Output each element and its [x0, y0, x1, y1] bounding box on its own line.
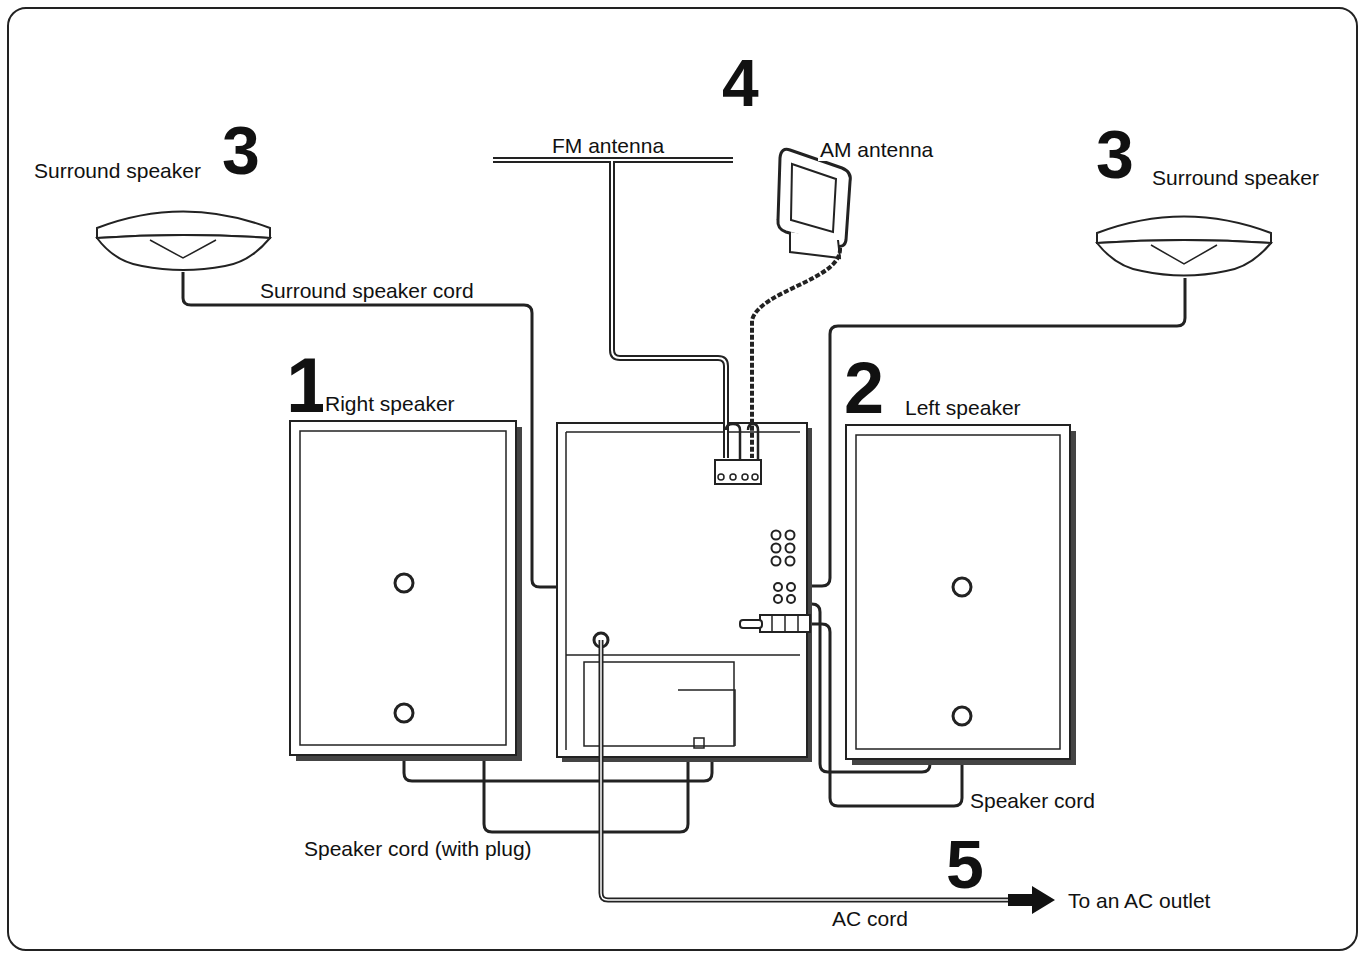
callout-number: 3: [1096, 120, 1134, 188]
outlet-arrow: [1008, 886, 1055, 914]
terminal-divider: [784, 615, 786, 632]
terminal-divider: [771, 615, 773, 632]
speaker-grille: [150, 240, 216, 258]
unit-body: [557, 423, 807, 757]
speaker-terminal: [953, 578, 971, 596]
output-jacks: [772, 531, 796, 604]
jack: [772, 531, 781, 540]
surround-speaker: [97, 212, 270, 271]
part-label: Speaker cord (with plug): [302, 837, 534, 860]
terminal-screw: [752, 474, 758, 480]
jack: [774, 595, 782, 603]
callout-number: 5: [946, 830, 984, 898]
speaker-body: [97, 235, 270, 270]
antenna-terminals: [715, 460, 761, 484]
speaker-front: [856, 435, 1060, 749]
right-speaker: [290, 421, 522, 761]
terminal-block: [715, 460, 761, 484]
left-speaker: [846, 425, 1076, 765]
jack: [787, 583, 795, 591]
part-label: Surround speaker: [1150, 166, 1321, 189]
terminal-screw: [742, 474, 748, 480]
speaker-plug: [740, 620, 762, 628]
callout-number: 2: [844, 352, 884, 424]
jack: [772, 544, 781, 553]
part-label: AC cord: [830, 907, 910, 930]
terminal-block: [760, 615, 810, 632]
unit-panel: [678, 690, 735, 746]
part-label: Speaker cord: [968, 789, 1097, 812]
callout-number: 4: [722, 50, 759, 116]
speaker-shadow: [296, 427, 522, 761]
speaker-terminal: [395, 574, 413, 592]
am-antenna-wire: [752, 248, 840, 458]
fm-antenna-wire: [493, 160, 733, 458]
jack: [772, 557, 781, 566]
part-label: FM antenna: [550, 134, 666, 157]
ac-cord: [601, 640, 1055, 914]
surround-speaker: [1097, 217, 1271, 276]
unit-foot: [694, 738, 704, 748]
fm-antenna-wire-core: [493, 160, 733, 458]
jack: [787, 595, 795, 603]
speaker-front: [300, 431, 506, 745]
part-label: Right speaker: [323, 392, 457, 415]
speaker-cabinet: [290, 421, 516, 755]
unit-edge: [566, 431, 800, 433]
unit-edge: [565, 432, 567, 750]
jack: [774, 583, 782, 591]
speaker-terminal: [395, 704, 413, 722]
speaker-shadow: [852, 431, 1076, 765]
am-antenna-stand: [790, 232, 840, 258]
am-antenna-lead: [748, 424, 758, 460]
am-loop-outer: [778, 149, 850, 246]
am-antenna: [748, 149, 850, 460]
part-label: AM antenna: [818, 138, 935, 161]
fm-antenna: [493, 160, 740, 460]
am-loop-inner: [791, 164, 836, 232]
speaker-cabinet: [846, 425, 1070, 759]
speaker-terminal: [953, 707, 971, 725]
part-label: Surround speaker cord: [258, 279, 476, 302]
terminal-divider: [797, 615, 799, 632]
unit-panel: [584, 662, 734, 746]
jack: [786, 531, 795, 540]
fm-antenna-lead: [726, 424, 740, 460]
part-label: Left speaker: [903, 396, 1023, 419]
terminal-screw: [718, 474, 724, 480]
part-label: To an AC outlet: [1066, 889, 1212, 912]
frame-border: [8, 8, 1357, 950]
jack: [786, 544, 795, 553]
speaker-grille: [1151, 245, 1217, 264]
speaker-body: [1097, 240, 1271, 276]
main-unit: [557, 423, 812, 762]
jack: [786, 557, 795, 566]
speaker-terminals: [740, 615, 810, 632]
ac-cord-core: [601, 640, 1008, 900]
terminal-screw: [730, 474, 736, 480]
ac-cord-wire: [601, 640, 1008, 900]
part-label: Surround speaker: [32, 159, 203, 182]
callout-number: 3: [222, 116, 260, 184]
